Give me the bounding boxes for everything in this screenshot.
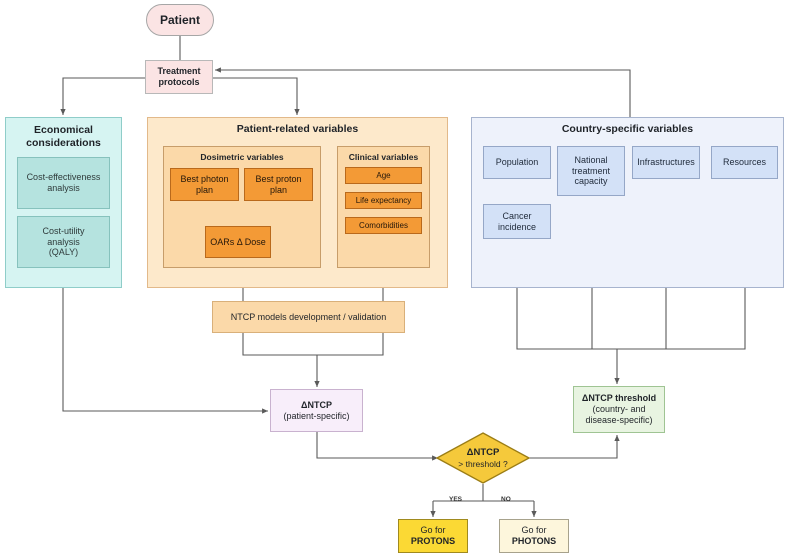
economical-title-line1: Economical	[34, 124, 93, 136]
capacity-line1: National	[574, 154, 608, 165]
ntcp-models-node: NTCP models development / validation	[212, 301, 405, 333]
resources-node: Resources	[711, 146, 778, 179]
cost-effectiveness-node: Cost-effectiveness analysis	[17, 157, 110, 209]
life-expectancy-label: Life expectancy	[355, 195, 412, 205]
infrastructures-node: Infrastructures	[632, 146, 700, 179]
edge-threshold-decision	[528, 435, 620, 459]
cost-utility-node: Cost-utility analysis (QALY)	[17, 216, 110, 268]
decision-node: ΔNTCP > threshold ?	[444, 437, 522, 479]
patient-node: Patient	[146, 4, 214, 36]
comorbidities-label: Comorbidities	[359, 220, 408, 230]
cua-line2: analysis	[47, 236, 80, 247]
incidence-line2: incidence	[497, 221, 537, 232]
threshold-sub1: (country- and	[592, 404, 646, 415]
photon-line2: plan	[195, 184, 213, 195]
cua-line3: (QALY)	[48, 247, 79, 258]
best-proton-plan-node: Best proton plan	[244, 168, 313, 201]
patient-label: Patient	[159, 12, 200, 27]
incidence-line1: Cancer	[502, 210, 532, 221]
edge-treatment-patientvars	[213, 77, 300, 115]
edge-decision-split	[433, 484, 534, 502]
economical-title-line2: considerations	[26, 137, 101, 150]
delta-ntcp-title: ΔNTCP	[301, 399, 332, 410]
threshold-title: ΔNTCP threshold	[581, 393, 657, 404]
country-specific-title: Country-specific variables	[561, 123, 694, 135]
photons-go-for: Go for	[521, 525, 547, 536]
age-label: Age	[376, 170, 391, 180]
edge-country-treatment	[215, 67, 631, 117]
comorbidities-node: Comorbidities	[345, 217, 422, 234]
ntcp-models-label: NTCP models development / validation	[230, 311, 387, 322]
capacity-line2: treatment	[571, 165, 611, 176]
decision-sub: > threshold ?	[458, 458, 508, 469]
decision-diamond	[436, 432, 530, 484]
edge-ntcp-merge	[242, 333, 384, 356]
life-expectancy-node: Life expectancy	[345, 192, 422, 209]
age-node: Age	[345, 167, 422, 184]
delta-ntcp-sub: (patient-specific)	[283, 410, 350, 421]
treatment-label-line1: Treatment	[157, 66, 201, 77]
economical-title: Economical considerations	[6, 124, 121, 150]
treatment-protocols-node: Treatment protocols	[145, 60, 213, 94]
treatment-label-line2: protocols	[158, 77, 200, 87]
clinical-title: Clinical variables	[348, 152, 419, 162]
national-treatment-capacity-node: National treatment capacity	[557, 146, 625, 196]
oars-delta-dose-node: OARs Δ Dose	[205, 226, 271, 258]
country-specific-panel: Country-specific variables	[471, 117, 784, 288]
protons-go-for: Go for	[420, 525, 446, 536]
cea-line2: analysis	[47, 183, 80, 193]
delta-ntcp-node: ΔNTCP (patient-specific)	[270, 389, 363, 432]
cea-line1: Cost-effectiveness	[26, 172, 101, 183]
dosimetric-title: Dosimetric variables	[200, 152, 284, 162]
patient-related-title: Patient-related variables	[236, 123, 359, 135]
protons-label: PROTONS	[410, 536, 456, 546]
decision-title: ΔNTCP	[466, 447, 500, 459]
proton-line2: plan	[269, 184, 287, 195]
infrastructures-label: Infrastructures	[637, 157, 695, 168]
go-for-protons-node: Go for PROTONS	[398, 519, 468, 553]
resources-label: Resources	[722, 157, 767, 168]
ntcp-threshold-node: ΔNTCP threshold (country- and disease-sp…	[573, 386, 665, 433]
go-for-photons-node: Go for PHOTONS	[499, 519, 569, 553]
edge-econ-dntcp	[62, 288, 268, 414]
oars-label: OARs Δ Dose	[210, 236, 266, 247]
capacity-line3: capacity	[574, 176, 608, 187]
proton-line1: Best proton	[255, 173, 302, 184]
best-photon-plan-node: Best photon plan	[170, 168, 239, 201]
threshold-sub2: disease-specific)	[585, 414, 653, 425]
cancer-incidence-node: Cancer incidence	[483, 204, 551, 239]
yes-label: YES	[449, 496, 463, 503]
no-label: NO	[501, 496, 511, 503]
population-node: Population	[483, 146, 551, 179]
edge-treatment-econ	[60, 77, 145, 115]
photon-line1: Best photon	[180, 173, 229, 184]
photons-label: PHOTONS	[511, 536, 557, 546]
population-label: Population	[495, 157, 539, 168]
cua-line1: Cost-utility	[42, 225, 85, 236]
edge-dntcp-decision	[316, 432, 438, 461]
